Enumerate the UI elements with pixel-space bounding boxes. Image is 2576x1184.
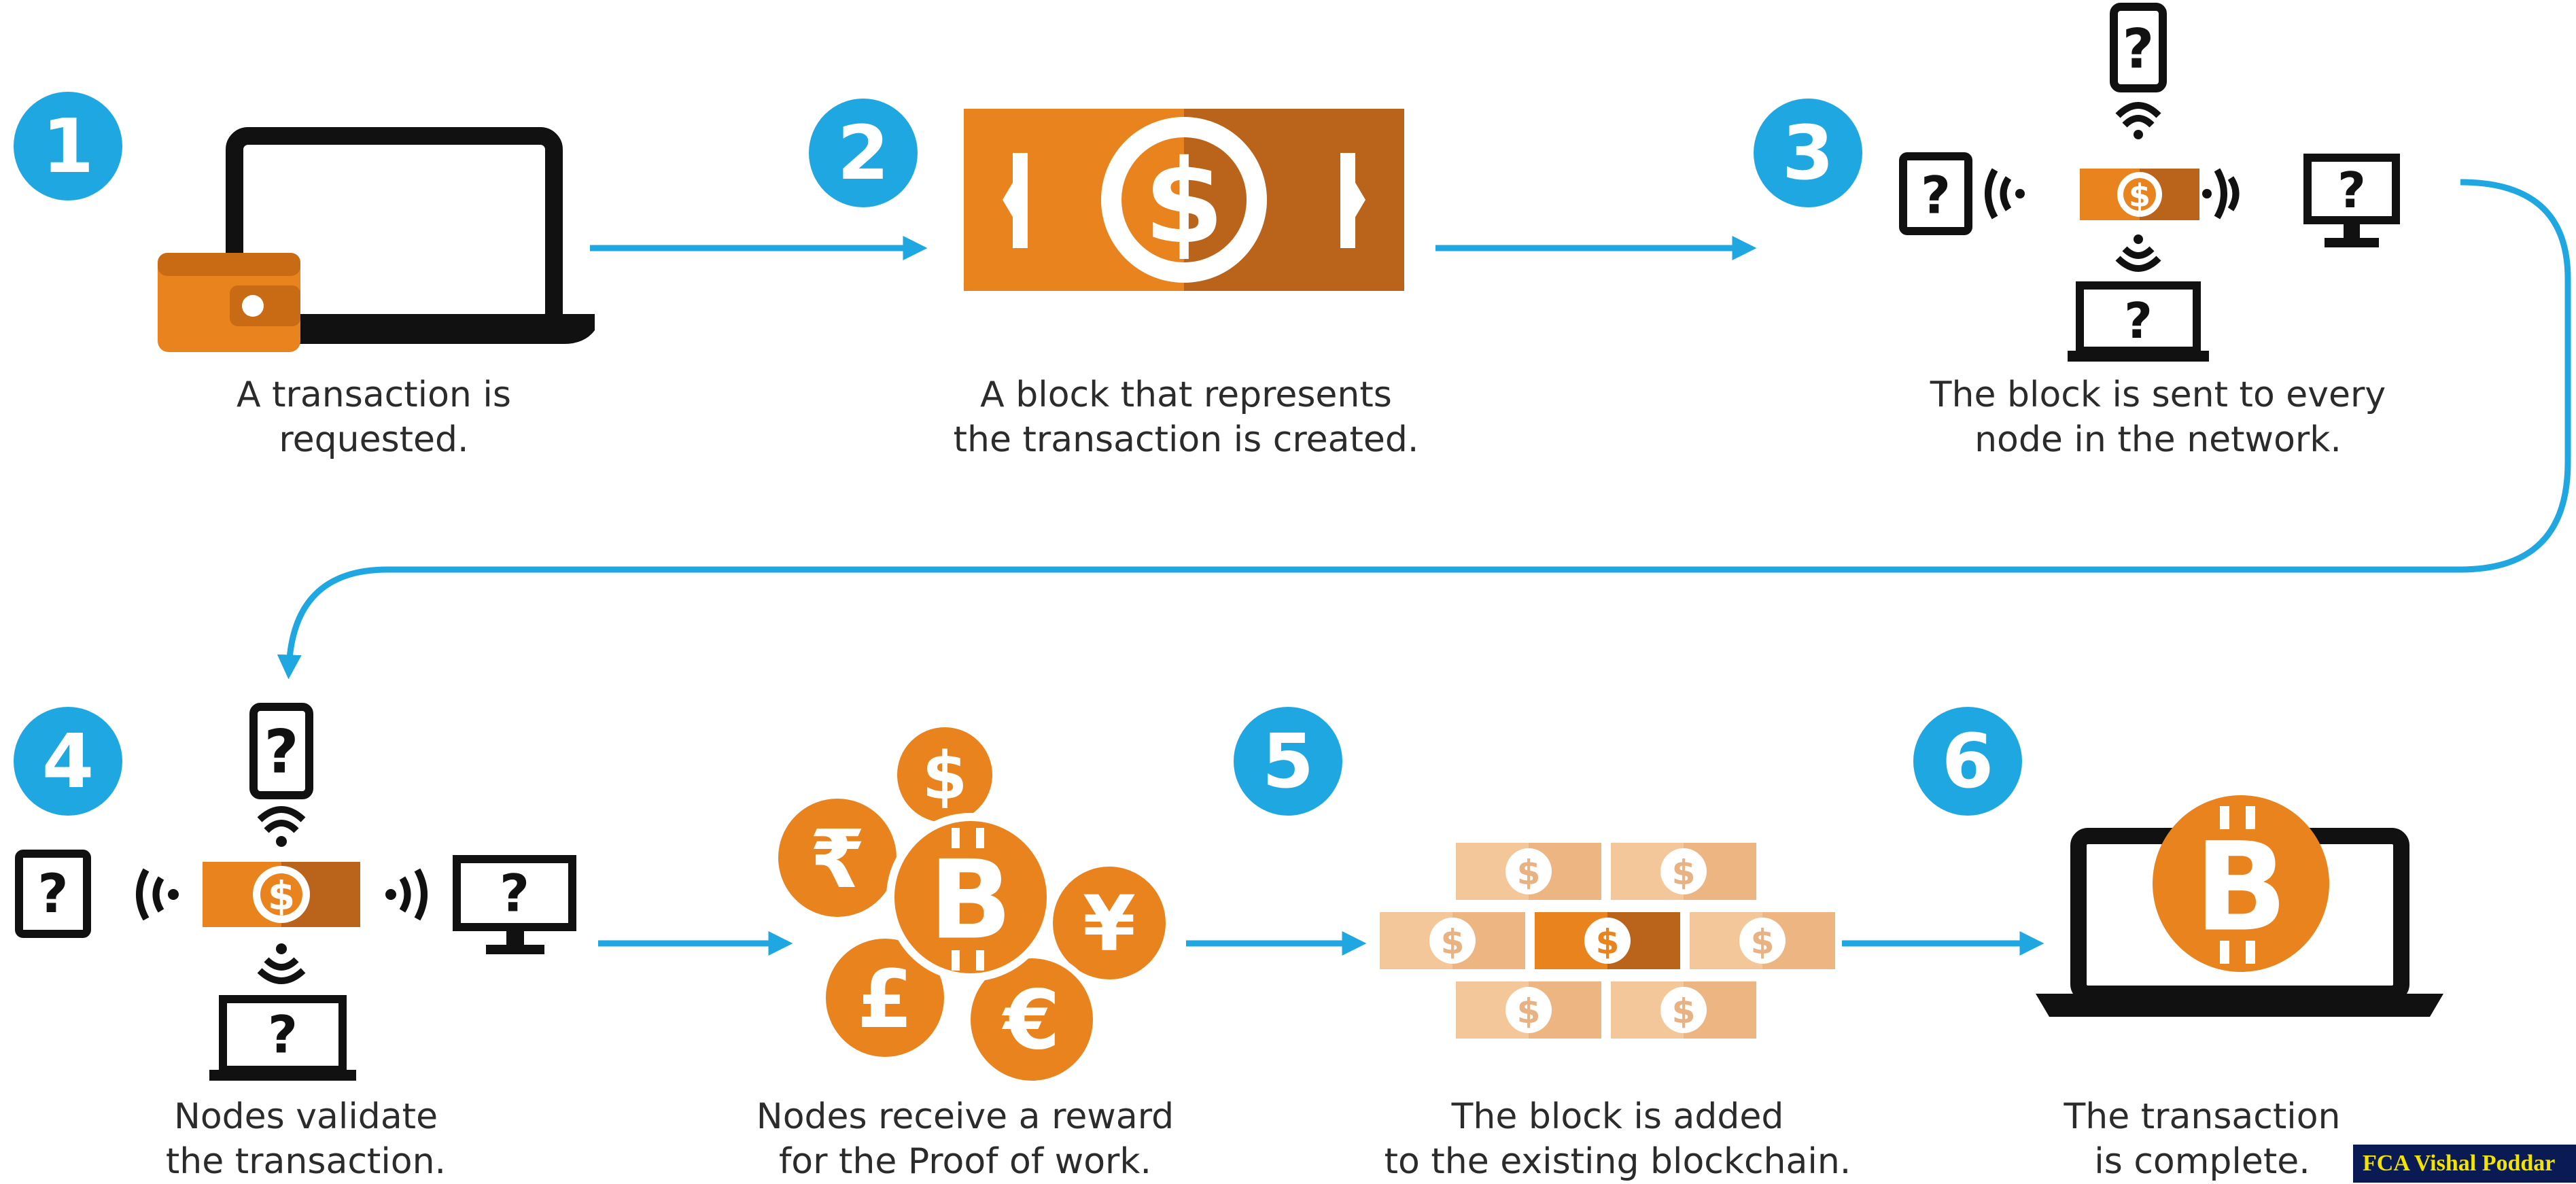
svg-text:$: $ <box>922 738 968 814</box>
svg-text:B: B <box>2194 817 2287 959</box>
step-6-caption-line2: is complete. <box>2094 1141 2310 1182</box>
euro-coin-icon: € <box>964 952 1100 1087</box>
reward-caption-line2: for the Proof of work. <box>778 1141 1152 1182</box>
svg-text:$: $ <box>1672 853 1696 892</box>
svg-text:?: ? <box>264 717 298 787</box>
step-6-badge: 6 <box>1913 707 2022 816</box>
block-row-bottom: $ $ <box>1456 981 1756 1039</box>
step-4-caption: Nodes validate the transaction. <box>102 1094 510 1184</box>
arrow-3-to-4 <box>277 179 2571 680</box>
svg-text:$: $ <box>1751 922 1775 962</box>
svg-text:€: € <box>1001 974 1060 1068</box>
block-icon: $ <box>1690 912 1835 969</box>
monitor-node-icon: ? <box>385 855 576 954</box>
phone-node-icon: ? <box>2110 3 2167 139</box>
svg-text:¥: ¥ <box>1083 880 1136 969</box>
step-6-caption: The transaction is complete. <box>1998 1094 2406 1184</box>
step-4-badge: 4 <box>14 707 122 816</box>
step-1-caption-line1: A transaction is <box>237 375 511 415</box>
svg-text:?: ? <box>1921 165 1951 226</box>
step-3-badge: 3 <box>1754 99 1862 207</box>
wallet-icon <box>158 253 300 352</box>
block-icon: $ <box>1456 843 1601 900</box>
step-2-caption-line2: the transaction is created. <box>953 419 1419 460</box>
step-3-caption-line1: The block is sent to every <box>1930 375 2386 415</box>
svg-text:2: 2 <box>837 109 890 196</box>
block-stack-icon: $ $ $ $ $ $ $ <box>1380 843 1835 1039</box>
phone-node-icon: ? <box>249 703 313 847</box>
currency-coins-icon: $ ₹ £ ¥ € B <box>771 720 1172 1087</box>
svg-text:£: £ <box>857 952 913 1046</box>
step-6-caption-line1: The transaction <box>2064 1096 2341 1137</box>
network-broadcast-icon: ? ? $ ? <box>1899 3 2400 362</box>
reward-caption: Nodes receive a reward for the Proof of … <box>680 1094 1251 1184</box>
svg-text:?: ? <box>2124 292 2153 349</box>
pound-coin-icon: £ <box>819 932 951 1064</box>
monitor-node-icon: ? <box>2202 154 2400 247</box>
step-3-caption-line2: node in the network. <box>1974 419 2342 460</box>
svg-text:?: ? <box>2337 162 2366 219</box>
svg-text:6: 6 <box>1942 718 1994 805</box>
svg-text:1: 1 <box>42 103 94 190</box>
bitcoin-coin-icon: B <box>886 813 1055 981</box>
step-4-caption-line1: Nodes validate <box>173 1096 438 1137</box>
svg-text:$: $ <box>1672 992 1696 1031</box>
dollar-bill-icon: $ <box>964 109 1404 291</box>
block-row-top: $ $ <box>1456 843 1756 900</box>
svg-text:$: $ <box>1596 922 1620 962</box>
tablet-node-icon: ? <box>15 850 179 938</box>
step-1-caption: A transaction is requested. <box>129 372 619 462</box>
small-dollar-bill-icon: $ <box>203 862 360 927</box>
svg-text:$: $ <box>1144 135 1224 270</box>
laptop-node-icon: ? <box>209 943 356 1081</box>
svg-text:3: 3 <box>1782 109 1834 196</box>
svg-text:B: B <box>929 837 1012 964</box>
dollar-coin-icon: $ <box>890 720 999 829</box>
step-1-badge: 1 <box>14 92 122 201</box>
block-icon: $ <box>1611 843 1756 900</box>
step-1-caption-line2: requested. <box>279 419 469 460</box>
laptop-node-icon: ? <box>2068 234 2209 362</box>
step-5-caption: The block is added to the existing block… <box>1291 1094 1944 1184</box>
step-3-caption: The block is sent to every node in the n… <box>1815 372 2501 462</box>
step-5-badge: 5 <box>1234 707 1342 816</box>
network-broadcast-icon: ? ? $ ? <box>15 703 576 1081</box>
svg-text:?: ? <box>500 863 529 924</box>
rupee-coin-icon: ₹ <box>771 792 903 924</box>
tablet-node-icon: ? <box>1899 152 2025 235</box>
svg-text:?: ? <box>268 1005 298 1065</box>
step-2-caption: A block that represents the transaction … <box>843 372 1529 462</box>
svg-text:$: $ <box>1441 922 1465 962</box>
step-2-badge: 2 <box>809 99 918 207</box>
step-5-caption-line1: The block is added <box>1451 1096 1784 1137</box>
block-row-middle: $ $ $ <box>1380 912 1835 969</box>
small-dollar-bill-icon: $ <box>2080 169 2199 220</box>
svg-text:$: $ <box>1517 992 1541 1031</box>
svg-text:?: ? <box>2123 18 2154 81</box>
block-icon: $ <box>1380 912 1525 969</box>
reward-caption-line1: Nodes receive a reward <box>756 1096 1174 1137</box>
svg-text:$: $ <box>1517 853 1541 892</box>
svg-text:₹: ₹ <box>810 812 865 906</box>
flow-arrows <box>277 179 2571 956</box>
svg-text:4: 4 <box>42 718 94 805</box>
laptop-bitcoin-icon: B <box>2036 795 2443 1017</box>
svg-text:?: ? <box>37 864 68 925</box>
author-credit-badge: FCA Vishal Poddar <box>2353 1145 2576 1183</box>
block-icon: $ <box>1611 981 1756 1039</box>
svg-text:$: $ <box>268 873 295 919</box>
svg-text:5: 5 <box>1262 718 1315 805</box>
laptop-wallet-icon <box>158 127 595 352</box>
svg-text:$: $ <box>2129 177 2151 214</box>
new-block-icon: $ <box>1535 912 1680 969</box>
step-4-caption-line2: the transaction. <box>165 1141 447 1182</box>
block-icon: $ <box>1456 981 1601 1039</box>
step-5-caption-line2: to the existing blockchain. <box>1384 1141 1851 1182</box>
step-2-caption-line1: A block that represents <box>980 375 1392 415</box>
